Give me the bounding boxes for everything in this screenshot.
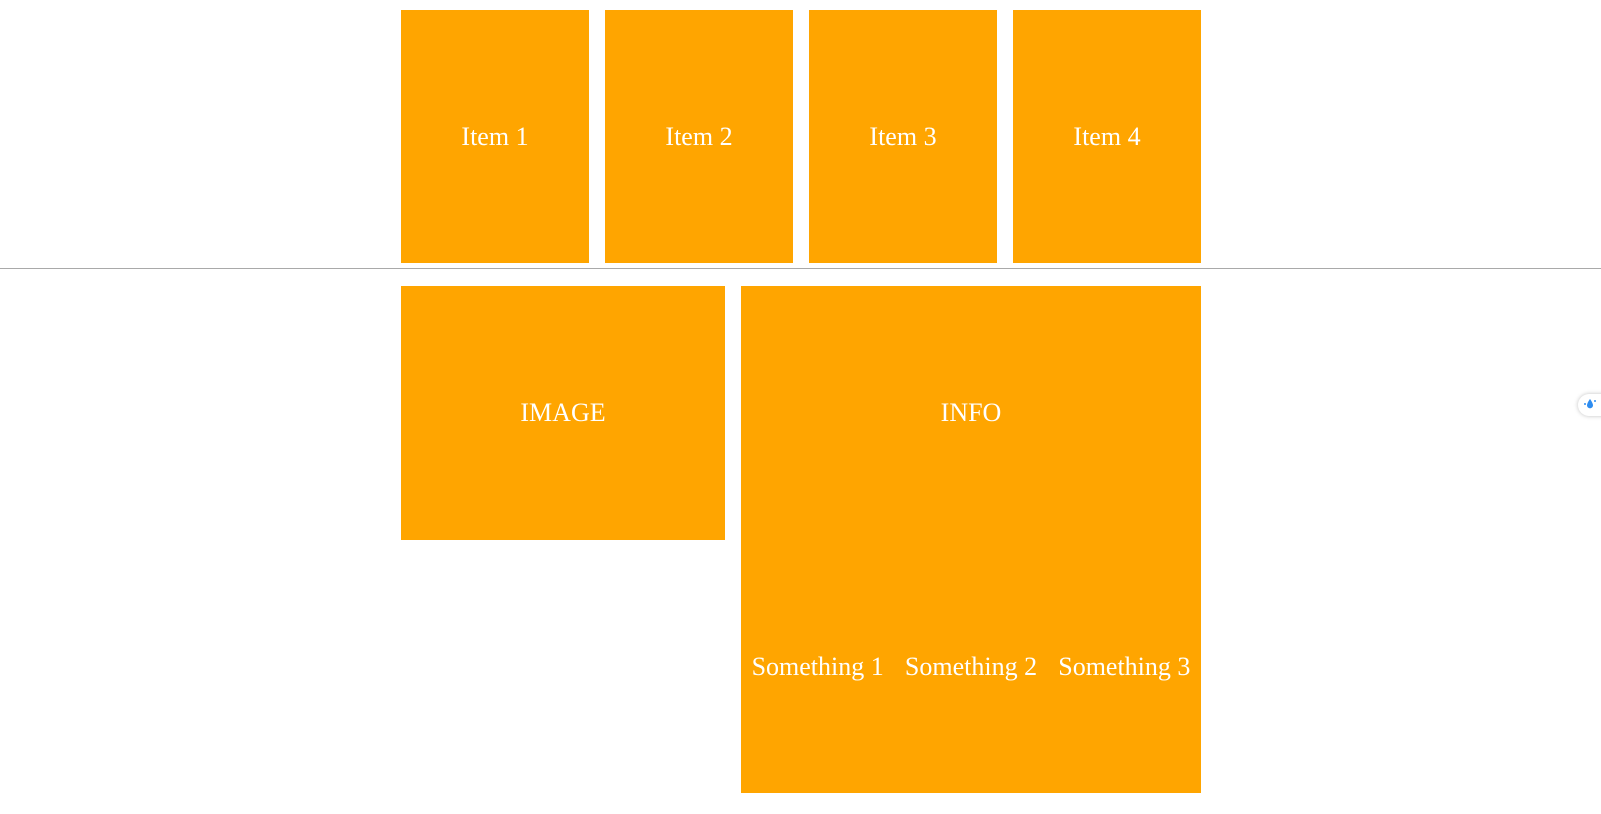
info-box: INFO Something 1 Something 2 Something 3 [741, 286, 1201, 793]
image-label: IMAGE [520, 398, 606, 427]
side-widget-button[interactable] [1578, 394, 1601, 416]
horizontal-divider [0, 268, 1601, 269]
info-thing-3: Something 3 [1058, 651, 1191, 681]
info-thing-2: Something 2 [904, 651, 1038, 681]
info-title-label: INFO [940, 398, 1002, 427]
item-label-3: Item 3 [869, 121, 937, 151]
info-things-row: Something 1 Something 2 Something 3 [741, 540, 1201, 793]
item-tile-4: Item 4 [1013, 10, 1201, 263]
item-tile-2: Item 2 [605, 10, 793, 263]
item-tile-3: Item 3 [809, 10, 997, 263]
item-label-1: Item 1 [461, 121, 529, 151]
item-label-4: Item 4 [1073, 121, 1141, 151]
info-title: INFO [741, 286, 1201, 540]
image-box: IMAGE [401, 286, 725, 540]
item-label-2: Item 2 [665, 121, 733, 151]
info-thing-1: Something 1 [751, 651, 884, 681]
droplet-icon [1583, 397, 1597, 414]
item-tile-1: Item 1 [401, 10, 589, 263]
